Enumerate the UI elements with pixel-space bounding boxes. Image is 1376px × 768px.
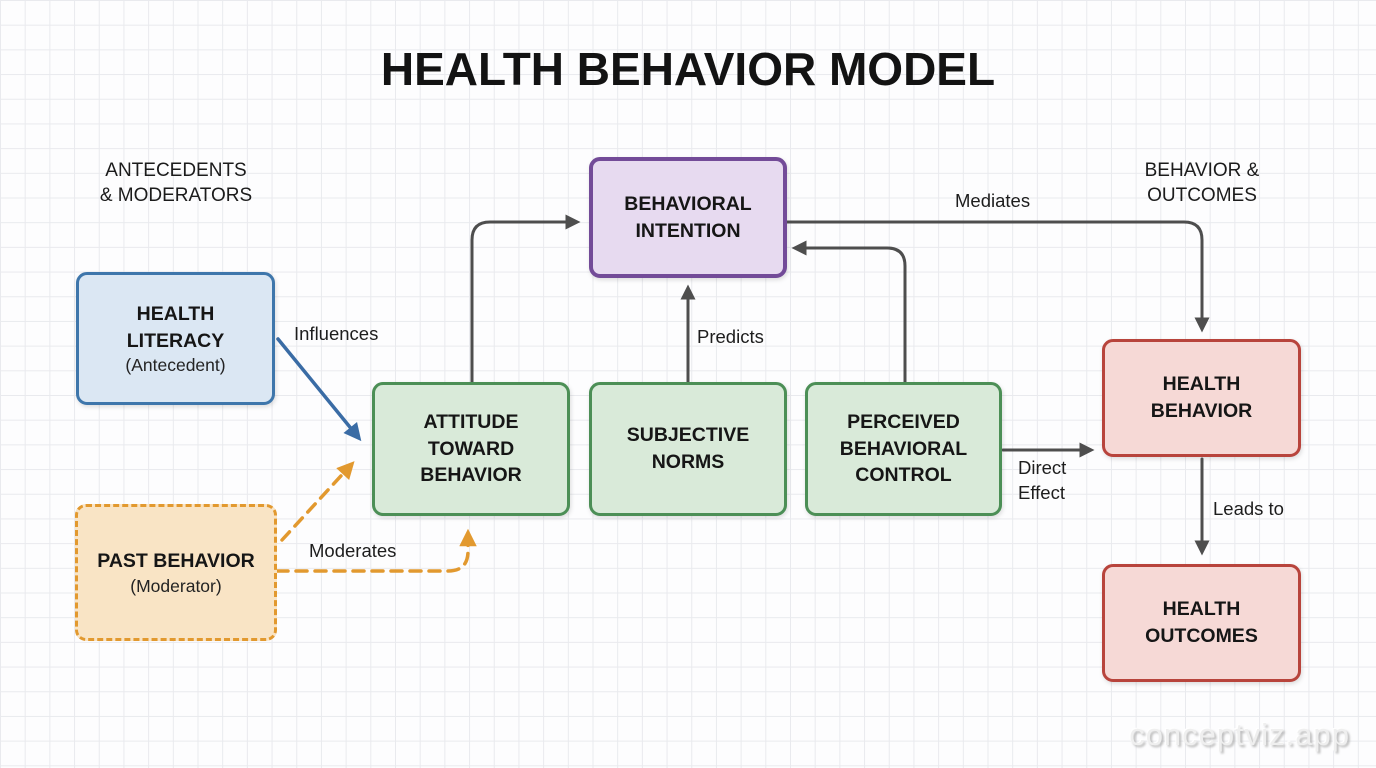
- node-attitude-toward-behavior: ATTITUDE TOWARD BEHAVIOR: [372, 382, 570, 516]
- edge-label-moderates: Moderates: [309, 540, 397, 561]
- node-label: HEALTH BEHAVIOR: [1150, 373, 1253, 422]
- node-label: SUBJECTIVE NORMS: [626, 424, 750, 473]
- edge-intention-to-behavior: [785, 220, 1210, 333]
- edge-label-predicts: Predicts: [697, 326, 764, 347]
- node-perceived-behavioral-control: PERCEIVED BEHAVIORAL CONTROL: [805, 382, 1002, 516]
- node-label: ATTITUDE TOWARD BEHAVIOR: [420, 410, 522, 487]
- node-health-outcomes: HEALTH OUTCOMES: [1102, 564, 1301, 682]
- section-label-line: ANTECEDENTS: [105, 160, 247, 181]
- section-label-line: BEHAVIOR &: [1144, 160, 1260, 181]
- edge-literacy-to-attitude: [276, 337, 362, 442]
- edge-label-mediates: Mediates: [955, 190, 1031, 211]
- edge-attitude-to-intention: [470, 214, 581, 385]
- diagram-title: HEALTH BEHAVIOR MODEL: [380, 43, 996, 95]
- section-label-antecedents: ANTECEDENTS & MODERATORS: [76, 158, 276, 208]
- edge-pastbehavior-to-attitude-elbow: [275, 528, 477, 573]
- node-subjective-norms: SUBJECTIVE NORMS: [589, 382, 787, 516]
- section-label-outcomes: BEHAVIOR & OUTCOMES: [1102, 158, 1302, 208]
- node-label: HEALTH LITERACY: [126, 302, 225, 352]
- edge-control-to-intention: [791, 240, 907, 385]
- watermark: conceptviz.app: [1129, 717, 1350, 752]
- edge-label-direct-effect: Direct Effect: [1018, 457, 1067, 503]
- node-label: BEHAVIORAL INTENTION: [624, 192, 752, 242]
- node-past-behavior: PAST BEHAVIOR (Moderator): [75, 504, 277, 641]
- node-label: HEALTH OUTCOMES: [1145, 598, 1258, 647]
- node-health-behavior: HEALTH BEHAVIOR: [1102, 339, 1301, 457]
- edge-label-influences: Influences: [294, 323, 379, 344]
- edge-pastbehavior-to-attitude-diagonal: [280, 461, 355, 542]
- section-label-line: & MODERATORS: [99, 185, 253, 207]
- node-sublabel: (Antecedent): [125, 355, 226, 376]
- node-label: PAST BEHAVIOR: [97, 550, 255, 573]
- node-sublabel: (Moderator): [130, 575, 222, 596]
- node-behavioral-intention: BEHAVIORAL INTENTION: [589, 157, 787, 278]
- node-label: PERCEIVED BEHAVIORAL CONTROL: [839, 410, 968, 487]
- section-label-line: OUTCOMES: [1147, 185, 1257, 207]
- edge-label-leads-to: Leads to: [1213, 498, 1284, 519]
- node-health-literacy: HEALTH LITERACY (Antecedent): [76, 272, 275, 405]
